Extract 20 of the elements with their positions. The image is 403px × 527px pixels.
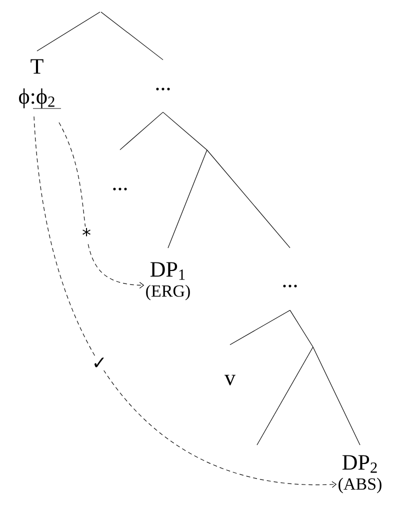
edge-label: *	[80, 226, 93, 243]
edge-label: ✓	[90, 356, 108, 370]
tree-branch	[36, 12, 100, 52]
tree-label: ...	[283, 284, 297, 288]
tree-label: T ϕ:ϕ$_{2}$	[19, 59, 54, 108]
tree-label: DP$_{2}$ (ABS)	[338, 455, 382, 494]
tree-label: ...	[113, 188, 127, 190]
tree-branch	[100, 12, 164, 60]
arrow	[34, 116, 337, 488]
tree-label: v	[224, 374, 236, 386]
tree-branch	[312, 346, 360, 446]
tree-label: DP$_{1}$ (ERG)	[146, 262, 190, 300]
tree-branch	[290, 310, 314, 348]
tree-branch	[230, 310, 290, 346]
tree-branch	[206, 150, 290, 248]
tree-branch	[120, 112, 164, 150]
tree-label: ...	[156, 88, 170, 90]
tree-branch	[168, 150, 208, 248]
arrow	[58, 122, 144, 288]
tree-branch	[162, 112, 208, 150]
